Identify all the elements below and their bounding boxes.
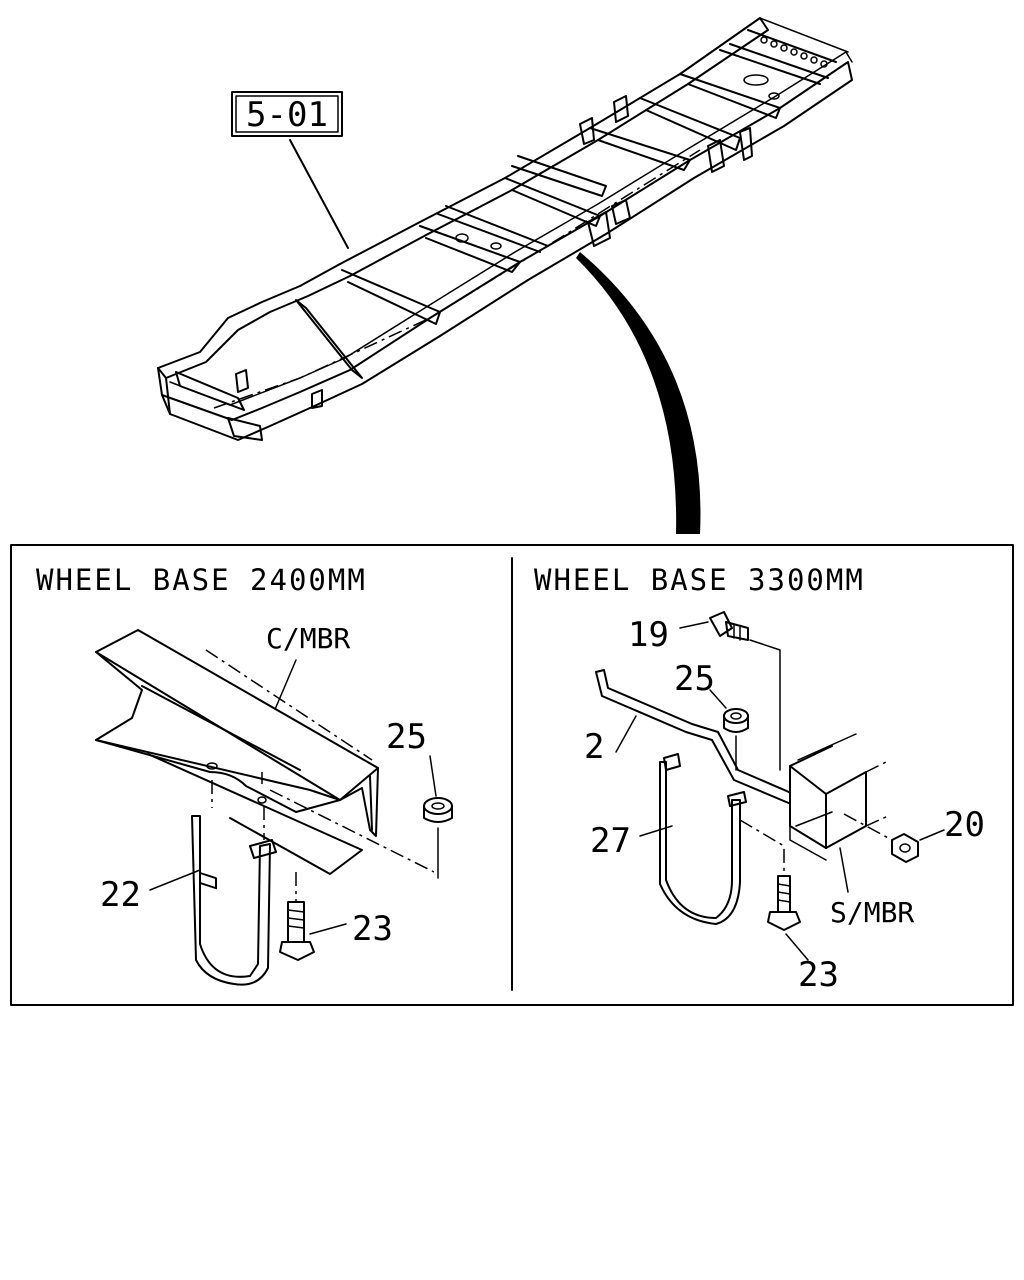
- part-25-label-left: 25: [386, 717, 427, 757]
- part-22-label: 22: [100, 875, 141, 915]
- right-panel: WHEEL BASE 3300MM 19 25 2 S/MBR: [534, 563, 985, 995]
- right-member-label: S/MBR: [830, 896, 914, 929]
- left-panel: WHEEL BASE 2400MM C/MBR 22 23: [36, 563, 453, 986]
- part-20-label: 20: [944, 805, 985, 845]
- part-23-label-right: 23: [798, 955, 839, 995]
- part-2-label: 2: [584, 727, 604, 767]
- callout-ref: 5-01: [246, 95, 328, 135]
- detail-box: [10, 544, 1014, 1006]
- left-panel-heading: WHEEL BASE 2400MM: [36, 563, 367, 597]
- part-27-label: 27: [590, 821, 631, 861]
- part-23-label-left: 23: [352, 909, 393, 949]
- callout-5-01: 5-01: [231, 91, 343, 137]
- detail-pointer-arrow: [576, 252, 701, 534]
- part-25-label-right: 25: [674, 659, 715, 699]
- chassis-frame-drawing: [157, 17, 853, 441]
- right-panel-heading: WHEEL BASE 3300MM: [534, 563, 865, 597]
- part-19-label: 19: [628, 615, 669, 655]
- left-member-label: C/MBR: [266, 622, 350, 655]
